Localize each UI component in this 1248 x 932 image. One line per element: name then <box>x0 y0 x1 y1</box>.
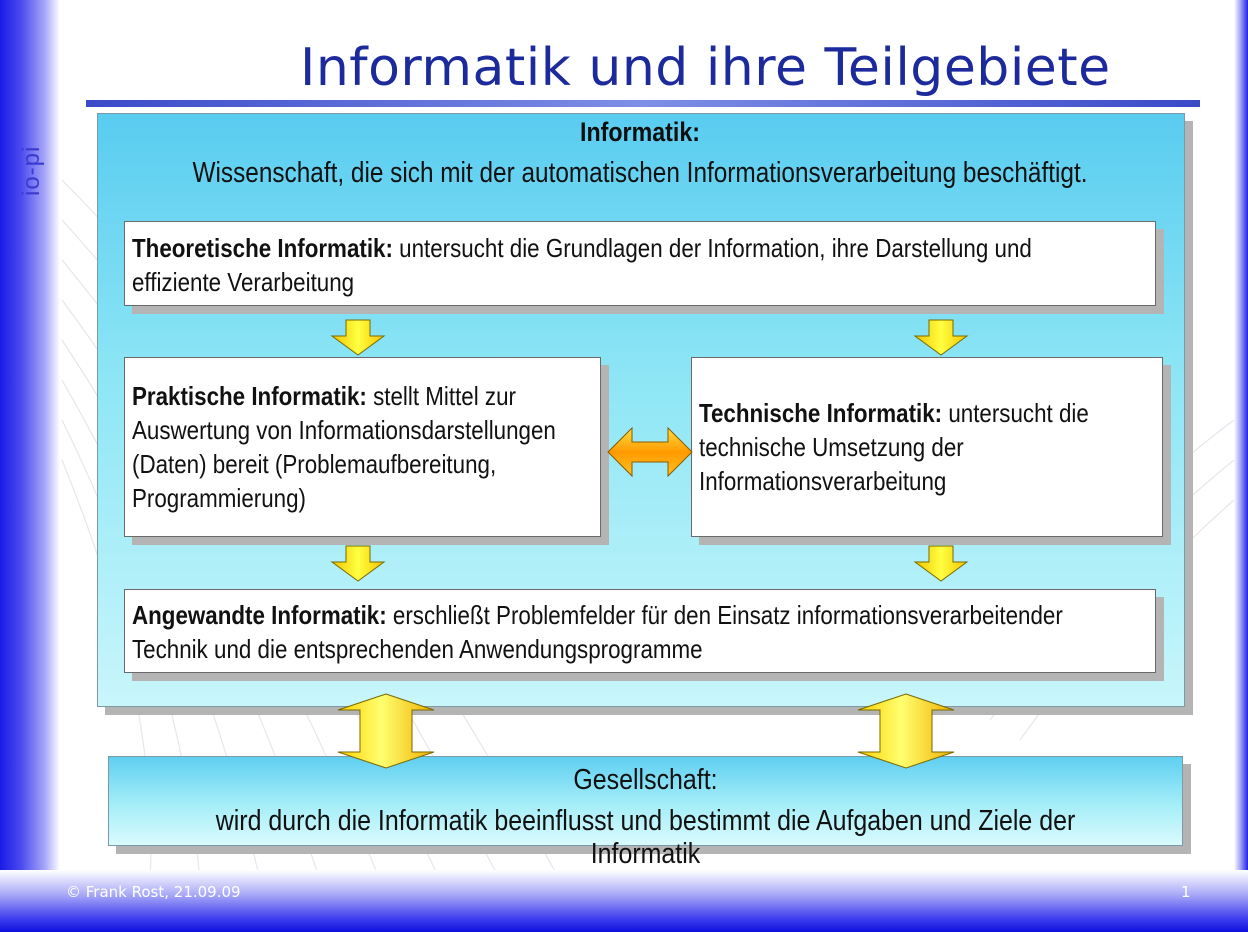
technisch-text-2: technische Umsetzung der <box>699 432 964 462</box>
informatik-description: Wissenschaft, die sich mit der automatis… <box>192 157 1088 189</box>
technisch-label: Technische Informatik: <box>699 398 943 428</box>
technische-informatik-box: Technische Informatik: untersucht die te… <box>691 357 1163 537</box>
down-arrow-icon <box>330 319 386 356</box>
footer-copyright: © Frank Rost, 21.09.09 <box>66 883 241 901</box>
technisch-text: untersucht die <box>948 398 1089 428</box>
theoretisch-text-2: effiziente Verarbeitung <box>132 267 355 297</box>
bottom-frame-gradient <box>0 870 1248 932</box>
theoretische-informatik-box: Theoretische Informatik: untersucht die … <box>124 221 1156 306</box>
angewandte-informatik-box: Angewandte Informatik: erschließt Proble… <box>124 589 1156 673</box>
angewandt-text: erschließt Problemfelder für den Einsatz… <box>392 600 1063 630</box>
page-title: Informatik und ihre Teilgebiete <box>300 38 1111 98</box>
footer-page-number: 1 <box>1181 883 1191 901</box>
down-arrow-icon <box>330 545 386 582</box>
double-vertical-arrow-icon <box>337 693 435 769</box>
down-arrow-icon <box>913 545 969 582</box>
theoretisch-text: untersucht die Grundlagen der Informatio… <box>399 233 1032 263</box>
praktisch-label: Praktische Informatik: <box>132 381 367 411</box>
praktisch-text-4: Programmierung) <box>132 483 306 513</box>
down-arrow-icon <box>913 319 969 356</box>
praktische-informatik-box: Praktische Informatik: stellt Mittel zur… <box>124 357 601 537</box>
gesellschaft-description: wird durch die Informatik beeinflusst un… <box>215 805 1076 870</box>
gesellschaft-box <box>108 756 1183 846</box>
double-horizontal-arrow-icon <box>607 426 693 478</box>
title-underline <box>86 100 1200 107</box>
right-frame-gradient <box>1234 0 1248 932</box>
double-vertical-arrow-icon <box>857 693 955 769</box>
praktisch-text-3: (Daten) bereit (Problemaufbereitung, <box>132 449 497 479</box>
angewandt-label: Angewandte Informatik: <box>132 600 387 630</box>
technisch-text-3: Informationsverarbeitung <box>699 466 947 496</box>
praktisch-text-2: Auswertung von Informationsdarstellungen <box>132 415 556 445</box>
praktisch-text: stellt Mittel zur <box>373 381 516 411</box>
informatik-title: Informatik: <box>580 117 700 147</box>
theoretisch-label: Theoretische Informatik: <box>132 233 393 263</box>
gesellschaft-title: Gesellschaft: <box>573 764 718 796</box>
left-frame-gradient <box>0 0 60 932</box>
angewandt-text-2: Technik und die entsprechenden Anwendung… <box>132 634 703 664</box>
